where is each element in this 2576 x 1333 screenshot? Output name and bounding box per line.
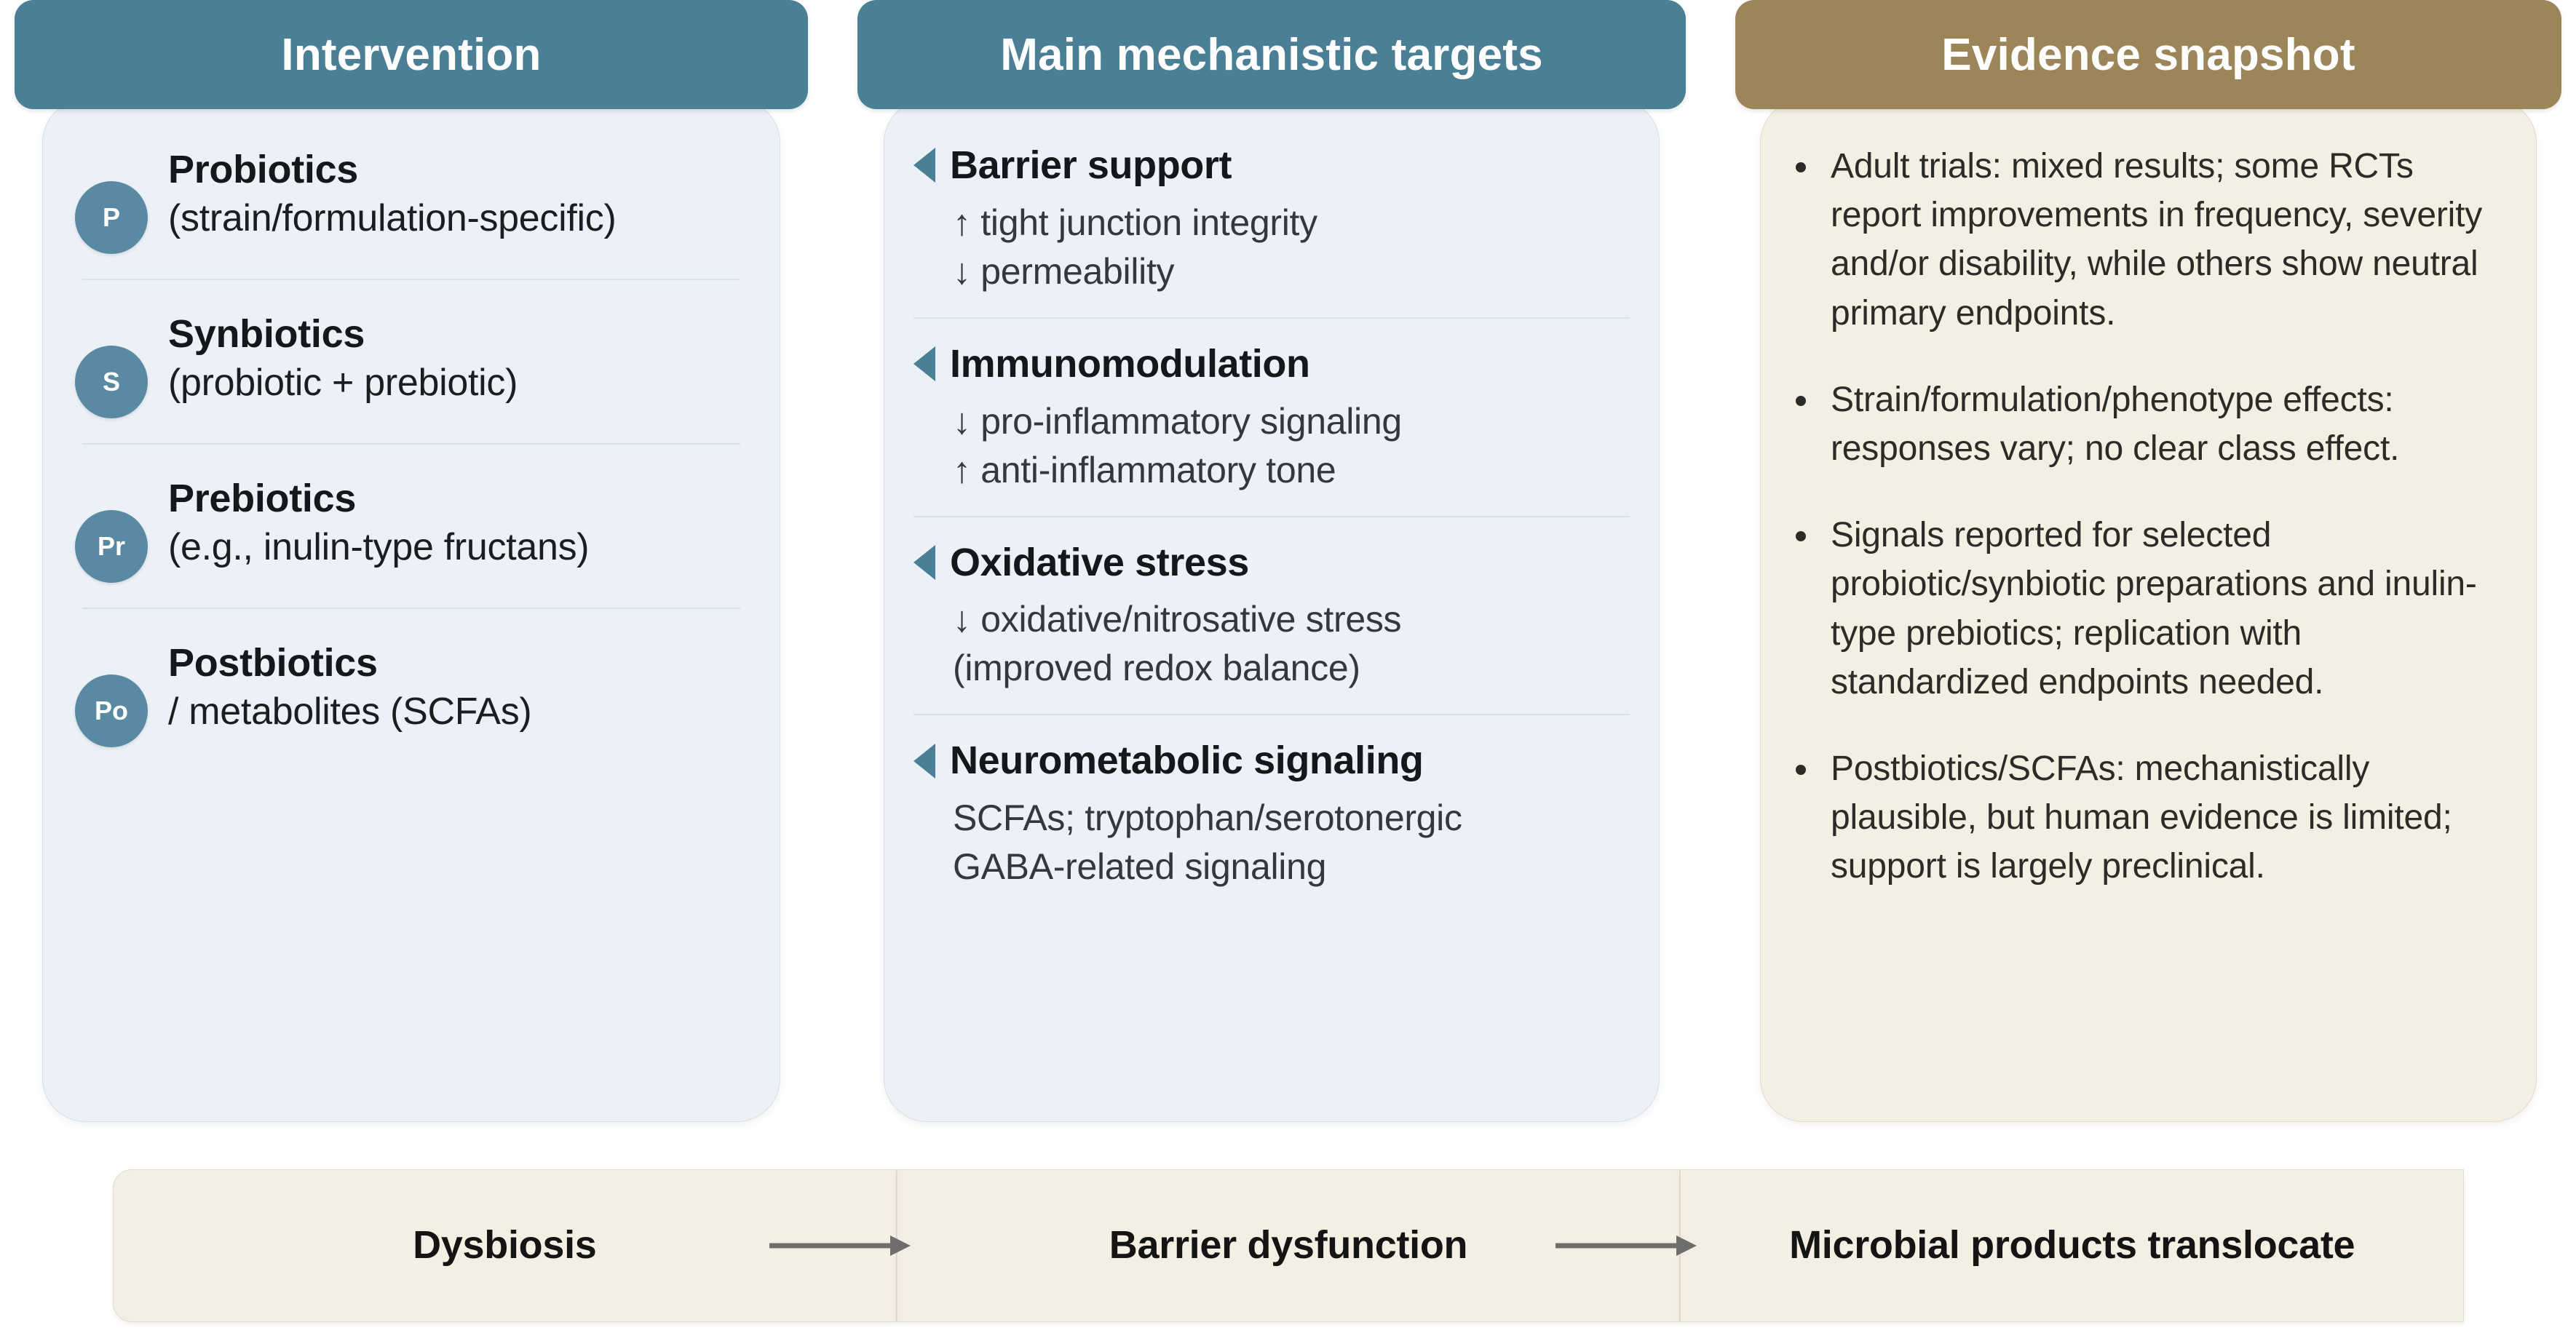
intervention-card: P Probiotics (strain/formulation-specifi… [42, 99, 780, 1122]
list-item[interactable]: S Synbiotics (probiotic + prebiotic) [43, 305, 780, 418]
left-triangle-icon [914, 148, 935, 183]
left-triangle-icon [914, 743, 935, 779]
divider [914, 515, 1630, 517]
divider [82, 279, 740, 280]
target-headline: Barrier support [914, 142, 1630, 189]
list-item[interactable]: Barrier support ↑ tight junction integri… [884, 142, 1659, 295]
evidence-bullet-text: Signals reported for selected probiotic/… [1831, 516, 2477, 701]
flow-step-dysbiosis[interactable]: Dysbiosis [113, 1169, 897, 1322]
left-triangle-icon [914, 346, 935, 382]
bullet-icon [1796, 531, 1806, 542]
intervention-desc: (probiotic + prebiotic) [168, 362, 518, 405]
target-title: Neurometabolic signaling [950, 739, 1424, 783]
evidence-bullet-list: Adult trials: mixed results; some RCTs r… [1761, 100, 2536, 891]
evidence-card: Adult trials: mixed results; some RCTs r… [1760, 99, 2537, 1122]
target-detail-line: GABA-related signaling [953, 846, 1327, 888]
target-headline: Immunomodulation [914, 341, 1630, 388]
pathway-flow-strip: Dysbiosis Barrier dysfunction Microbial … [113, 1169, 2465, 1322]
list-item[interactable]: Strain/formulation/phenotype effects: re… [1796, 375, 2495, 473]
divider [82, 608, 740, 609]
target-detail-line: ↑ tight junction integrity [953, 202, 1317, 243]
targets-card: Barrier support ↑ tight junction integri… [884, 99, 1660, 1122]
flow-step-barrier-dysfunction[interactable]: Barrier dysfunction [896, 1169, 1681, 1322]
flow-step-microbial-products-translocate[interactable]: Microbial products translocate [1680, 1169, 2465, 1322]
list-item[interactable]: Po Postbiotics / metabolites (SCFAs) [43, 634, 780, 747]
list-item[interactable]: Signals reported for selected probiotic/… [1796, 511, 2495, 707]
target-detail-line: ↓ oxidative/nitrosative stress [953, 599, 1402, 640]
target-headline: Neurometabolic signaling [914, 737, 1630, 784]
badge-icon-prebiotics: Pr [75, 510, 148, 583]
column-header-targets: Main mechanistic targets [857, 0, 1686, 109]
divider [82, 443, 740, 445]
target-detail-line: ↓ pro-inflammatory signaling [953, 400, 1402, 442]
intervention-text: Postbiotics / metabolites (SCFAs) [168, 634, 532, 737]
target-title: Barrier support [950, 143, 1232, 187]
column-intervention: Intervention P Probiotics (strain/formul… [15, 0, 808, 1122]
target-detail-line: (improved redox balance) [953, 648, 1360, 689]
divider [914, 714, 1630, 716]
list-item[interactable]: Immunomodulation ↓ pro-inflammatory sign… [884, 341, 1659, 494]
intervention-desc: / metabolites (SCFAs) [168, 691, 532, 733]
intervention-title: Synbiotics [168, 312, 365, 356]
intervention-text: Probiotics (strain/formulation-specific) [168, 140, 617, 244]
column-mechanistic-targets: Main mechanistic targets Barrier support… [857, 0, 1686, 1122]
column-evidence-snapshot: Evidence snapshot Adult trials: mixed re… [1735, 0, 2561, 1122]
bullet-icon [1796, 764, 1806, 775]
intervention-title: Postbiotics [168, 641, 378, 685]
target-detail-line: ↑ anti-inflammatory tone [953, 449, 1336, 490]
column-header-evidence: Evidence snapshot [1735, 0, 2561, 109]
evidence-bullet-text: Postbiotics/SCFAs: mechanistically plaus… [1831, 749, 2452, 886]
target-headline: Oxidative stress [914, 539, 1630, 586]
divider [914, 317, 1630, 319]
target-title: Oxidative stress [950, 540, 1249, 584]
target-detail-line: SCFAs; tryptophan/serotonergic [953, 797, 1462, 839]
list-item[interactable]: Pr Prebiotics (e.g., inulin-type fructan… [43, 469, 780, 583]
intervention-title: Prebiotics [168, 477, 357, 520]
intervention-desc: (strain/formulation-specific) [168, 197, 617, 240]
target-title: Immunomodulation [950, 341, 1310, 386]
bullet-icon [1796, 162, 1806, 172]
evidence-bullet-text: Adult trials: mixed results; some RCTs r… [1831, 147, 2483, 333]
list-item[interactable]: P Probiotics (strain/formulation-specifi… [43, 140, 780, 254]
left-triangle-icon [914, 544, 935, 580]
column-header-intervention: Intervention [15, 0, 808, 109]
badge-icon-postbiotics: Po [75, 675, 148, 747]
list-item[interactable]: Postbiotics/SCFAs: mechanistically plaus… [1796, 744, 2495, 891]
intervention-list: P Probiotics (strain/formulation-specifi… [43, 100, 780, 747]
badge-icon-synbiotics: S [75, 346, 148, 418]
intervention-text: Prebiotics (e.g., inulin-type fructans) [168, 469, 590, 573]
list-item[interactable]: Neurometabolic signaling SCFAs; tryptoph… [884, 737, 1659, 891]
intervention-title: Probiotics [168, 148, 359, 191]
badge-icon-probiotics: P [75, 181, 148, 254]
list-item[interactable]: Adult trials: mixed results; some RCTs r… [1796, 142, 2495, 338]
targets-list: Barrier support ↑ tight junction integri… [884, 100, 1659, 891]
intervention-text: Synbiotics (probiotic + prebiotic) [168, 305, 518, 408]
list-item[interactable]: Oxidative stress ↓ oxidative/nitrosative… [884, 539, 1659, 693]
evidence-bullet-text: Strain/formulation/phenotype effects: re… [1831, 380, 2400, 468]
bullet-icon [1796, 395, 1806, 406]
target-detail-line: ↓ permeability [953, 250, 1175, 292]
intervention-desc: (e.g., inulin-type fructans) [168, 526, 590, 569]
